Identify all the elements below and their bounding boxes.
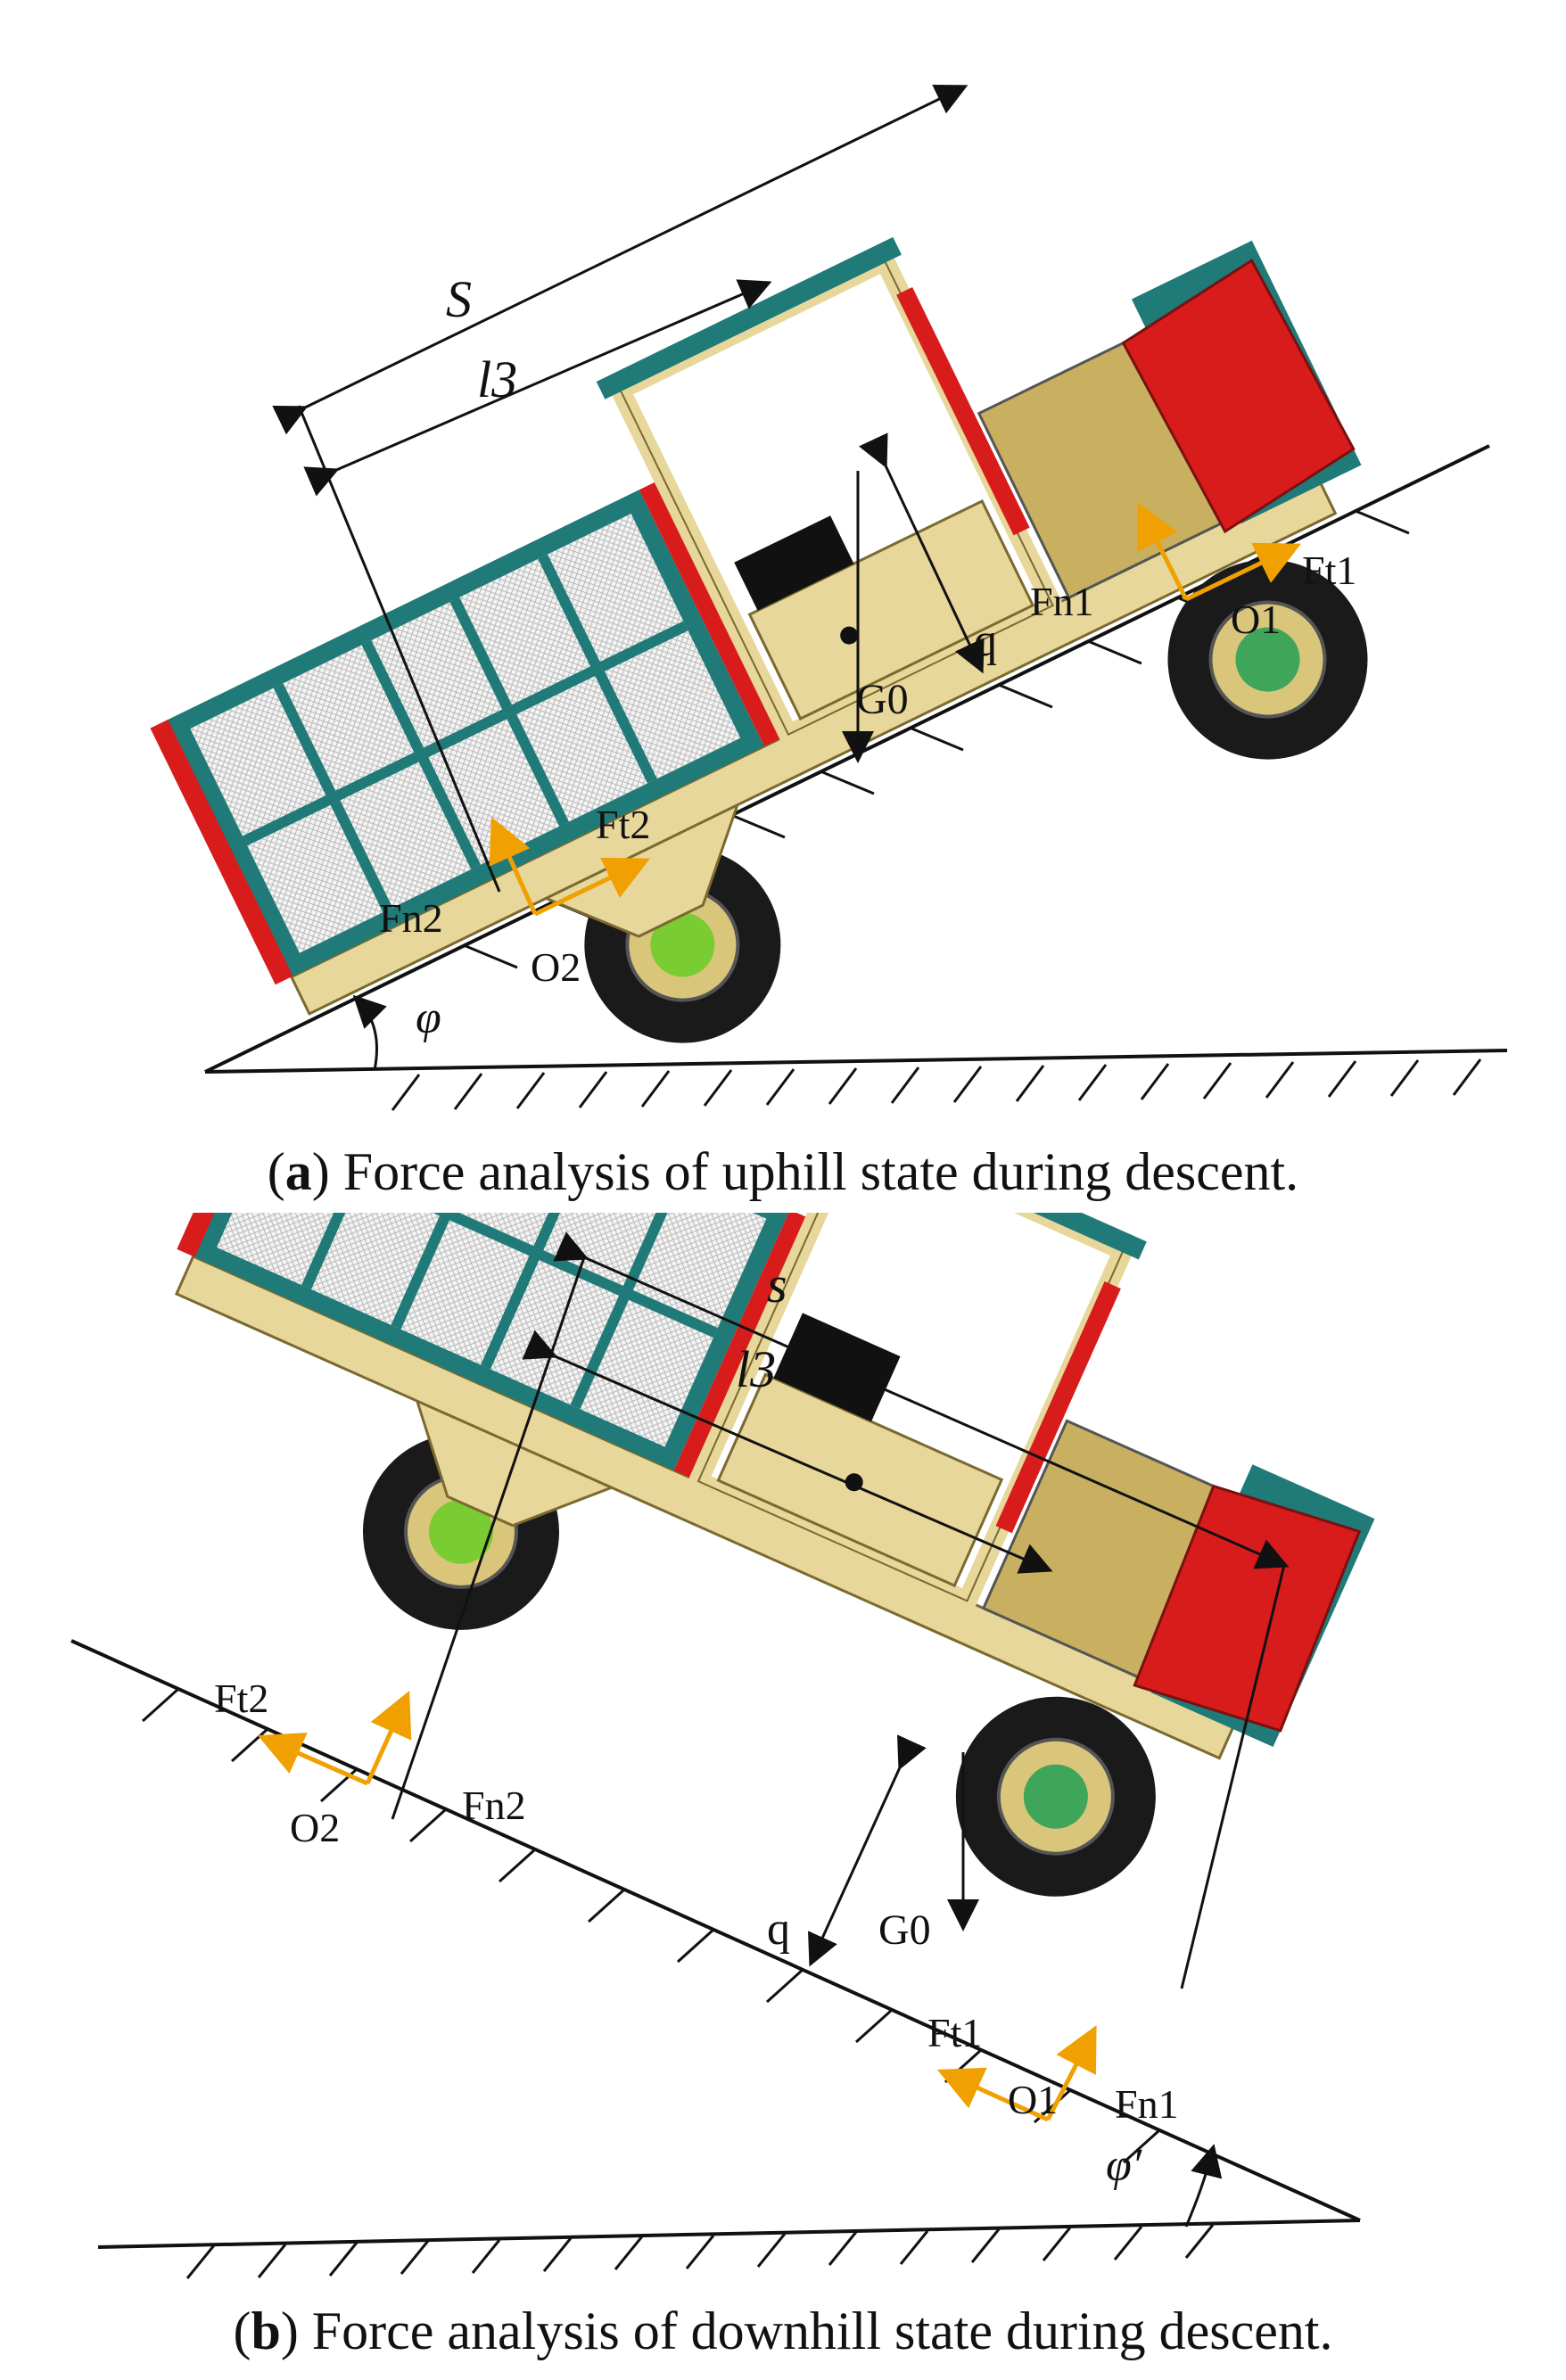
base-ground <box>204 1049 1508 1111</box>
label-g0: G0 <box>856 676 909 723</box>
cargo-bed <box>150 481 782 985</box>
angle-arc-b <box>1184 2144 1223 2228</box>
force-arrows-b <box>257 1690 1097 2122</box>
vehicle-uphill <box>150 236 1368 1043</box>
label-ft1: Ft1 <box>1302 548 1356 593</box>
label-o1-b: O1 <box>1008 2077 1058 2122</box>
vehicle-downhill <box>174 1213 1375 1897</box>
label-ft2-b: Ft2 <box>214 1676 268 1721</box>
downhill-force-diagram: s l3 q G0 Fn1 Ft1 O1 Fn2 Ft2 O2 φ′ <box>70 1213 1375 2279</box>
label-fn1: Fn1 <box>1030 579 1094 624</box>
caption-b-letter: b <box>251 2302 281 2360</box>
label-angle: φ <box>416 992 441 1043</box>
label-l3: l3 <box>477 350 517 408</box>
label-o2-b: O2 <box>290 1805 340 1850</box>
engine-hood <box>977 240 1362 600</box>
caption-b: (b) Force analysis of downhill state dur… <box>233 2302 1333 2360</box>
panel-b-downhill: s l3 q G0 Fn1 Ft1 O1 Fn2 Ft2 O2 φ′ <box>0 1213 1566 2380</box>
label-q: q <box>974 615 997 666</box>
angle-arc <box>352 994 387 1071</box>
label-fn1-b: Fn1 <box>1115 2081 1179 2127</box>
label-ft2: Ft2 <box>596 802 650 847</box>
height-dimension-q-b <box>808 1734 927 1967</box>
label-fn2: Fn2 <box>379 895 443 941</box>
caption-a-text: ) Force analysis of uphill state during … <box>311 1142 1299 1201</box>
dimension-lines-b <box>391 1231 1290 1989</box>
label-q-b: q <box>767 1904 790 1955</box>
label-fn2-b: Fn2 <box>462 1783 526 1828</box>
panel-a-uphill: S l3 q G0 Fn1 Ft1 O1 Fn2 Ft2 O2 φ <box>0 0 1566 1115</box>
label-angle-b: φ′ <box>1106 2140 1143 2191</box>
label-s: S <box>446 270 472 328</box>
force-arrows-a <box>489 502 1302 917</box>
caption-b-text: ) Force analysis of downhill state durin… <box>280 2302 1333 2360</box>
label-s-b: s <box>767 1256 787 1314</box>
label-o1: O1 <box>1231 597 1281 642</box>
caption-a-letter: a <box>284 1142 312 1201</box>
label-g0-b: G0 <box>878 1906 931 1954</box>
base-ground-b <box>97 2219 1361 2279</box>
front-wheel <box>1167 559 1368 760</box>
height-dimension-q <box>858 432 985 674</box>
center-of-gravity-point <box>840 626 859 645</box>
label-l3-b: l3 <box>736 1340 776 1398</box>
label-o2: O2 <box>531 944 581 990</box>
uphill-force-diagram: S l3 q G0 Fn1 Ft1 O1 Fn2 Ft2 O2 φ <box>150 84 1508 1111</box>
front-wheel-b <box>955 1696 1156 1897</box>
dimension-lines <box>272 84 968 893</box>
caption-a: (a) Force analysis of uphill state durin… <box>267 1142 1299 1201</box>
label-ft1-b: Ft1 <box>927 2010 982 2055</box>
